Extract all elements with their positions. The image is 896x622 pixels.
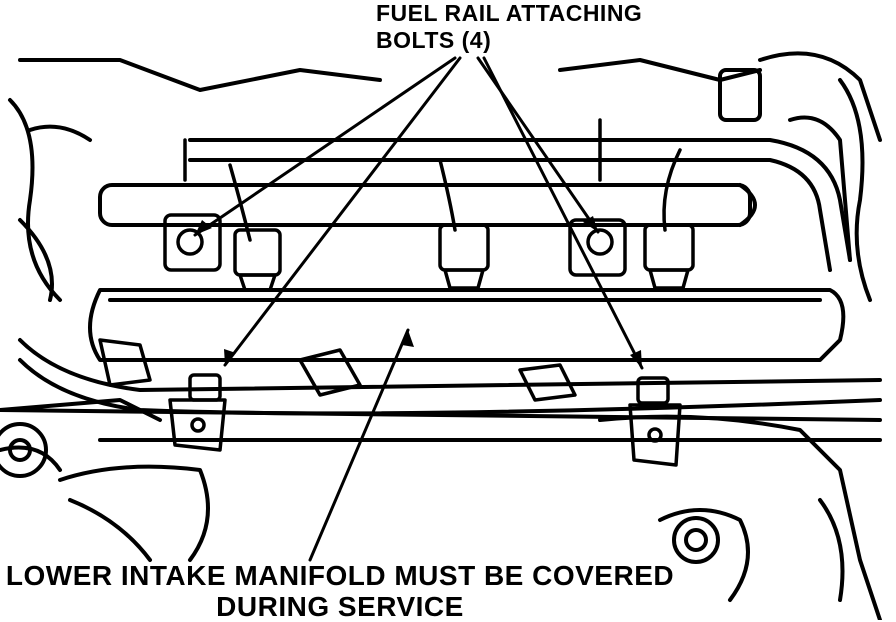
arrowhead-4 bbox=[630, 350, 642, 368]
arrowhead-1 bbox=[195, 220, 212, 235]
injector-connectors-front bbox=[98, 338, 577, 402]
arrowheads bbox=[195, 216, 642, 368]
callout-manifold-line-1: LOWER INTAKE MANIFOLD MUST BE COVERED bbox=[5, 560, 675, 591]
arrowhead-3 bbox=[583, 216, 598, 232]
callout-bolts-line-1: FUEL RAIL ATTACHING bbox=[376, 0, 643, 26]
callout-manifold-line-2: DURING SERVICE bbox=[216, 591, 464, 622]
front-fuel-rail-bolts bbox=[168, 373, 682, 467]
lower-fuel-line bbox=[0, 338, 882, 442]
arrowhead-5 bbox=[402, 330, 414, 347]
fuel-rail-bolts-callout: FUEL RAIL ATTACHING BOLTS (4) bbox=[376, 0, 642, 54]
manifold-cover-callout: LOWER INTAKE MANIFOLD MUST BE COVERED DU… bbox=[0, 560, 680, 622]
fuel-rail-rear bbox=[98, 183, 757, 227]
leader-lines bbox=[193, 56, 644, 562]
arrowhead-2 bbox=[224, 349, 236, 365]
fuel-rail-front bbox=[88, 288, 846, 362]
callout-bolts-line-2: BOLTS (4) bbox=[376, 27, 492, 53]
rear-fuel-rail-bolts bbox=[163, 213, 627, 277]
injectors-rear bbox=[183, 118, 695, 292]
upper-fuel-tube bbox=[188, 138, 852, 272]
